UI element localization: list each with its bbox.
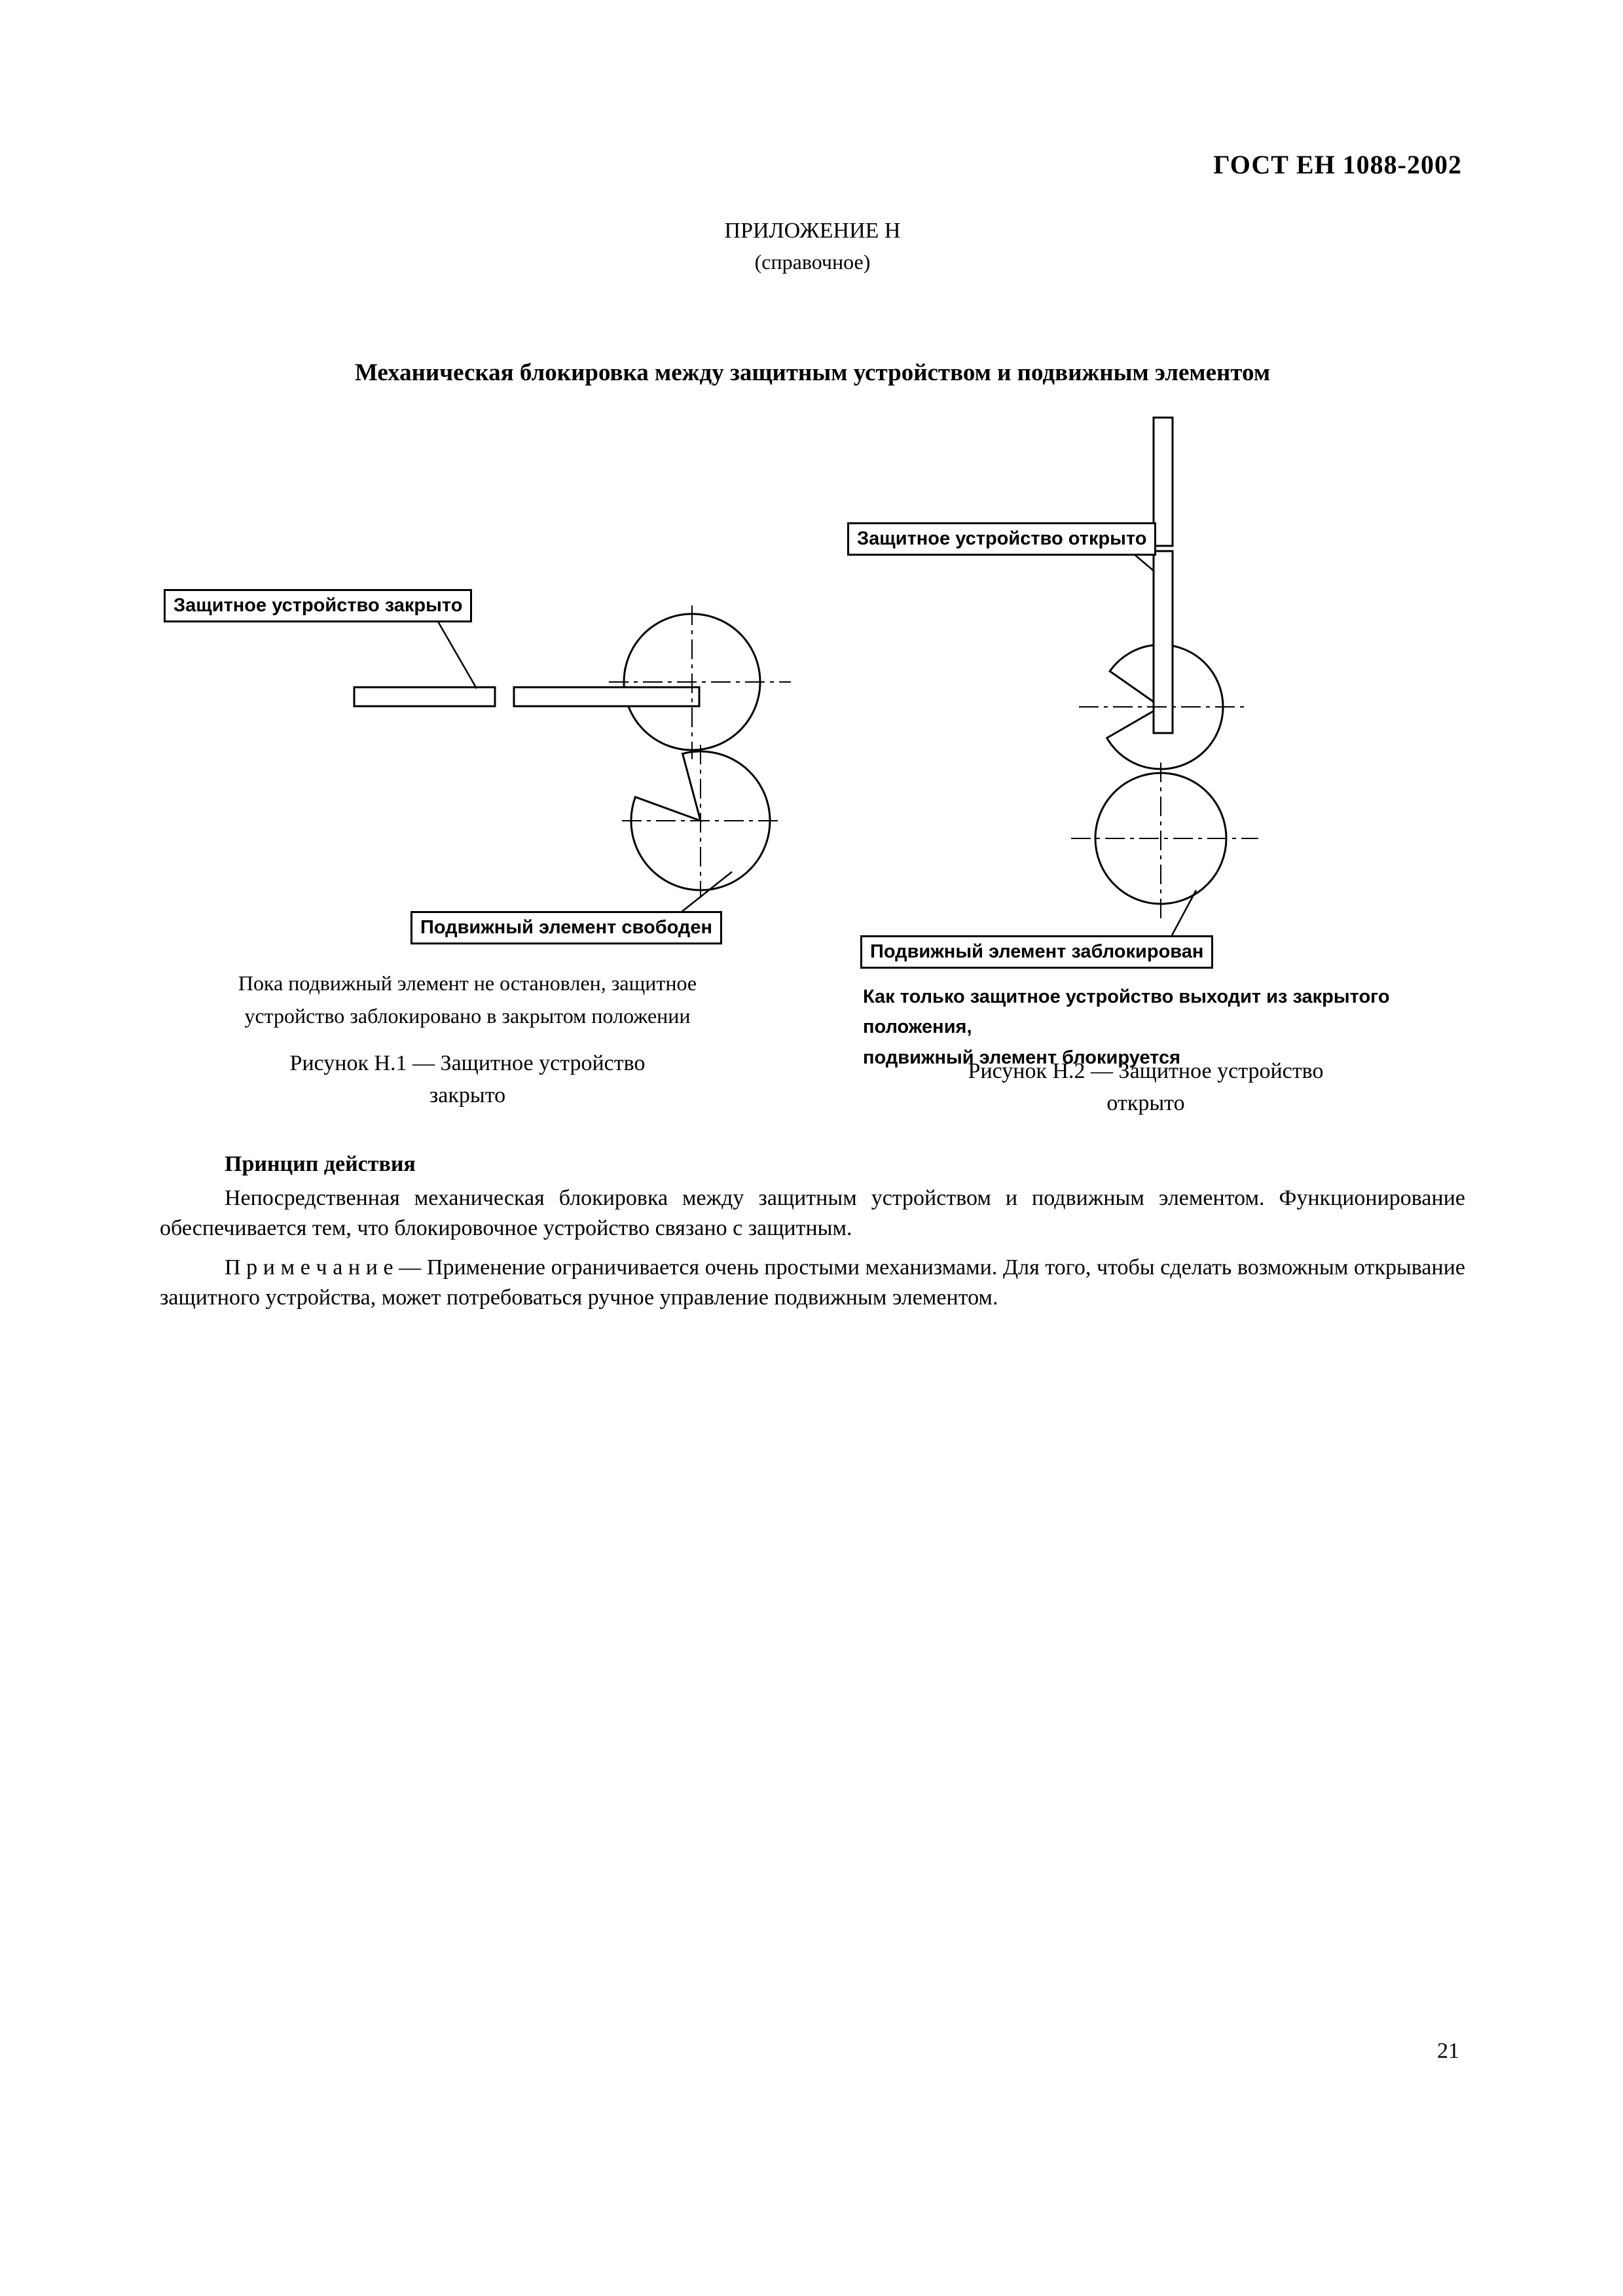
appendix-label: ПРИЛОЖЕНИЕ Н [724,219,901,243]
callout-guard-open: Защитное устройство открыто [847,522,1157,556]
principle-heading: Принцип действия [225,1152,416,1176]
figure-h2-description: Как только защитное устройство выходит и… [863,982,1491,1073]
figure-h1-caption-line2: закрыто [429,1083,506,1108]
appendix-note: (справочное) [754,250,871,274]
note-paragraph: П р и м е ч а н и е — Применение огранич… [160,1255,1465,1310]
figure-h1-caption: Рисунок Н.1 — Защитное устройство закрыт… [173,1047,762,1112]
principle-paragraph: Непосредственная механическая блокировка… [160,1185,1465,1240]
callout-guard-closed: Защитное устройство закрыто [164,589,473,622]
fig2-guard-rod-bottom [1152,550,1174,734]
figure-h2-caption-line2: открыто [1106,1091,1185,1116]
figure-h1-caption-line1: Рисунок Н.1 — Защитное устройство [289,1051,646,1075]
callout-element-free: Подвижный элемент свободен [410,911,722,944]
figure-h1-description: Пока подвижный элемент не остановлен, за… [173,967,762,1032]
fig2-guard-rod-top [1152,416,1174,547]
fig1-guard-rod-right [513,686,701,708]
figure-h2-description-line2: подвижный элемент блокируется [863,1047,1181,1068]
fig1-guard-rod-left [353,686,496,708]
figure-h2-description-line1: Как только защитное устройство выходит и… [863,986,1390,1038]
document-header: ГОСТ ЕН 1088-2002 [1213,150,1462,179]
figure-h1-description-line2: устройство заблокировано в закрытом поло… [244,1003,691,1028]
page-number: 21 [1437,2039,1459,2063]
callout-element-locked: Подвижный элемент заблокирован [860,935,1214,969]
body-text-block: Принцип действия Непосредственная механи… [160,1149,1465,1312]
figure-h2-caption: Рисунок Н.2 — Защитное устройство открыт… [851,1055,1440,1120]
fig2-leader-element [1171,889,1197,936]
figure-h1-description-line1: Пока подвижный элемент не остановлен, за… [238,971,697,995]
fig1-leader-guard [436,620,478,689]
figure-h2-caption-line1: Рисунок Н.2 — Защитное устройство [968,1059,1324,1083]
fig1-leader-element [680,871,733,913]
document-title: Механическая блокировка между защитным у… [354,359,1271,386]
